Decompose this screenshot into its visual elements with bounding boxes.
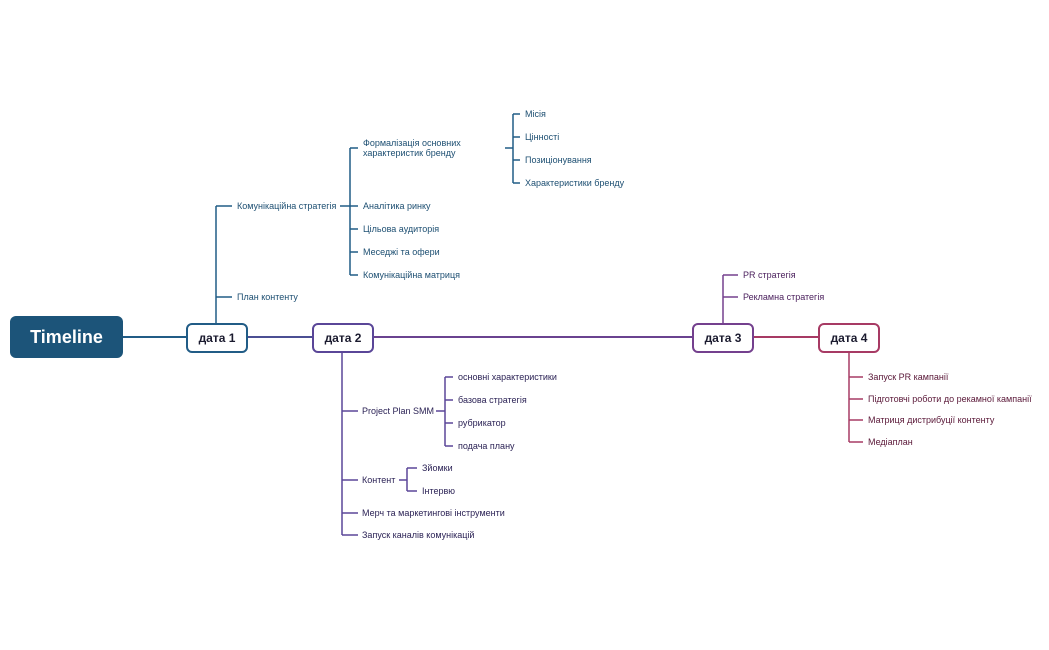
topic-market-analytics[interactable]: Аналітика ринку [363, 201, 431, 211]
date-node-3[interactable]: дата 3 [692, 323, 754, 353]
root-node-timeline[interactable]: Timeline [10, 316, 123, 358]
date-node-1[interactable]: дата 1 [186, 323, 248, 353]
topic-content-plan[interactable]: План контенту [237, 292, 298, 302]
topic-media-plan[interactable]: Медіаплан [868, 437, 913, 447]
topic-ad-prep[interactable]: Підготовчі роботи до рекамної кампанії [868, 394, 1032, 404]
topic-pr-launch[interactable]: Запуск PR кампанії [868, 372, 949, 382]
topic-launch-channels[interactable]: Запуск каналів комунікацій [362, 530, 475, 540]
topic-brand-characteristics[interactable]: Характеристики бренду [525, 178, 625, 188]
topic-comm-strategy[interactable]: Комунікаційна стратегія [237, 201, 337, 211]
topic-base-strategy[interactable]: базова стратегія [458, 395, 527, 405]
date1-connectors [215, 113, 520, 323]
topic-pr-strategy[interactable]: PR стратегія [743, 270, 796, 280]
topic-interview[interactable]: Інтервю [422, 486, 456, 496]
date4-connectors [848, 351, 863, 443]
topic-messages-offers[interactable]: Меседжі та офери [363, 247, 440, 257]
topic-merch[interactable]: Мерч та маркетингові інструменти [362, 508, 505, 518]
date3-connectors [722, 274, 738, 323]
topic-formalization[interactable]: Формалізація основних характеристик брен… [363, 138, 461, 158]
topic-rubricator[interactable]: рубрикатор [458, 418, 506, 428]
date-node-4[interactable]: дата 4 [818, 323, 880, 353]
topic-plan-submission[interactable]: подача плану [458, 441, 515, 451]
topic-values[interactable]: Цінності [525, 132, 560, 142]
topic-content[interactable]: Контент [362, 475, 396, 485]
date-node-2[interactable]: дата 2 [312, 323, 374, 353]
topic-comm-matrix[interactable]: Комунікаційна матриця [363, 270, 460, 280]
topic-ad-strategy[interactable]: Рекламна стратегія [743, 292, 825, 302]
topic-shooting[interactable]: Зйомки [422, 463, 453, 473]
topic-project-plan[interactable]: Project Plan SMM [362, 406, 435, 416]
topic-mission[interactable]: Місія [525, 109, 546, 119]
date2-connectors [341, 351, 453, 536]
topic-positioning[interactable]: Позиціонування [525, 155, 592, 165]
topic-main-characteristics[interactable]: основні характеристики [458, 372, 557, 382]
topic-target-audience[interactable]: Цільова аудиторія [363, 224, 440, 234]
topic-distribution-matrix[interactable]: Матриця дистрибуції контенту [868, 415, 995, 425]
